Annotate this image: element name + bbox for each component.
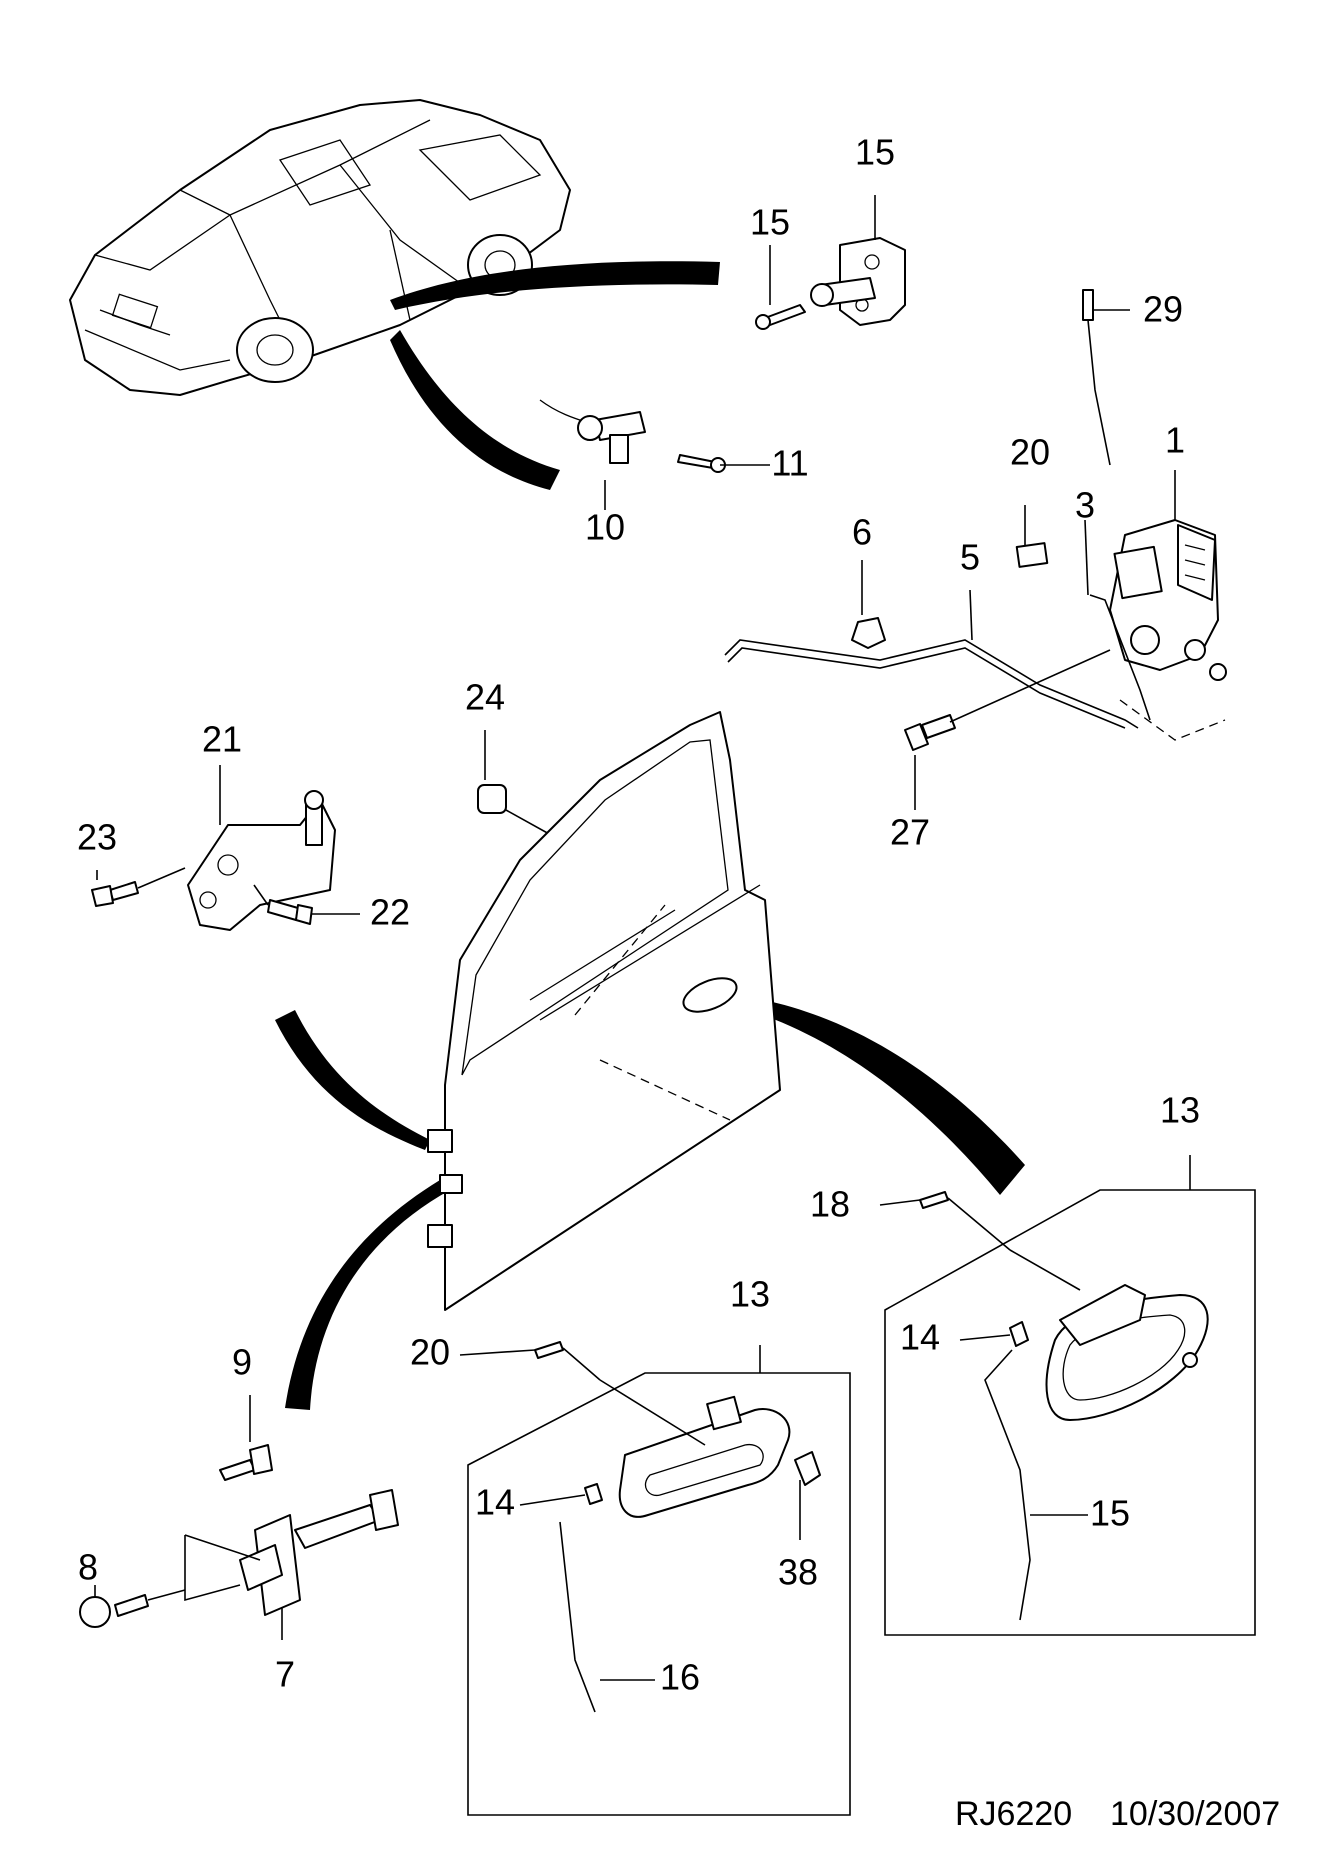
handle-assembly-box-center — [467, 1341, 851, 1816]
door-check-7 — [79, 1444, 399, 1628]
striker-assembly — [755, 237, 906, 330]
callout-15-right: 15 — [1090, 1493, 1130, 1534]
callout-18: 15 — [750, 202, 790, 243]
diagram-code: RJ6220 — [955, 1795, 1072, 1833]
callout-26: 24 — [465, 677, 505, 718]
pointer-arc-door-check — [285, 1180, 450, 1410]
leader-lines — [94, 195, 1191, 1681]
callout-9: 9 — [232, 1342, 252, 1383]
bumper-26 — [477, 784, 561, 841]
pointer-arc-door-hinge-top — [275, 1010, 430, 1150]
callout-6: 6 — [852, 512, 872, 553]
callout-20-right: 18 — [810, 1184, 850, 1225]
door-switch-assembly — [539, 399, 726, 473]
sedan-illustration — [69, 99, 571, 396]
callout-13-center: 13 — [730, 1274, 770, 1315]
handle-assembly-box-right — [884, 1189, 1256, 1636]
upper-hinge-22 — [91, 790, 336, 931]
callout-3: 3 — [1075, 485, 1095, 526]
callout-11: 11 — [771, 443, 808, 484]
callout-5: 5 — [960, 537, 980, 578]
callout-7: 7 — [275, 1654, 295, 1695]
callout-20-center: 20 — [410, 1332, 450, 1373]
callout-38: 38 — [778, 1552, 818, 1593]
rod-29 — [1082, 289, 1111, 466]
callout-14-center: 14 — [475, 1482, 515, 1523]
callout-22: 21 — [202, 719, 242, 760]
callout-10: 10 — [585, 507, 625, 548]
lock-rod-5 — [724, 617, 1226, 741]
bolt-27 — [904, 649, 1111, 751]
callout-8: 8 — [78, 1547, 98, 1588]
callout-labels: 15 15 29 11 10 20 1 3 6 5 24 27 21 23 22… — [77, 132, 1200, 1698]
callout-13-right: 13 — [1160, 1090, 1200, 1131]
callout-15-center: 16 — [660, 1657, 700, 1698]
pointer-arc-hinge-upper — [390, 261, 720, 310]
callout-16: 15 — [855, 132, 895, 173]
callout-14-right: 14 — [900, 1317, 940, 1358]
pointer-arc-striker — [390, 330, 560, 490]
callout-23: 22 — [370, 892, 410, 933]
callout-29: 29 — [1143, 289, 1183, 330]
callout-24: 23 — [77, 817, 117, 858]
callout-1: 1 — [1165, 420, 1185, 461]
front-door-shell — [427, 711, 781, 1311]
diagram-date: 10/30/2007 — [1110, 1795, 1280, 1833]
callout-27: 27 — [890, 812, 930, 853]
pointer-arc-handle — [732, 995, 1025, 1195]
door-lock-actuator — [1089, 519, 1227, 721]
label-21 — [1015, 542, 1049, 568]
callout-21: 20 — [1010, 432, 1050, 473]
